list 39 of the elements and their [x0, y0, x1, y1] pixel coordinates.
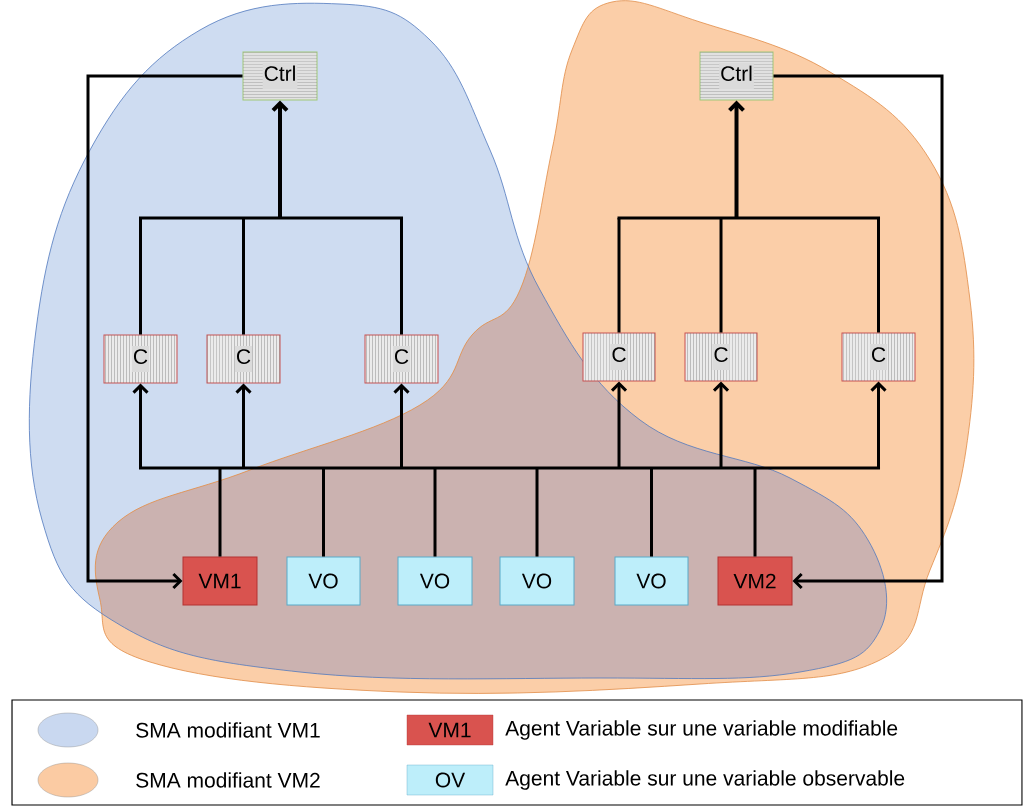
legend-text: SMA modifiant VM2: [136, 772, 320, 788]
connector-line: [218, 468, 222, 557]
arrow: [712, 381, 730, 468]
connector-line: [139, 218, 142, 335]
arrow: [271, 100, 289, 218]
variable-box: VO: [286, 556, 361, 606]
constraint-box: C: [712, 344, 730, 370]
variable-box: VO: [397, 556, 473, 606]
connector-line: [617, 218, 621, 333]
arrow: [393, 383, 410, 468]
arrow: [728, 100, 745, 218]
legend-text: Agent Variable sur une variable modifiable: [505, 720, 898, 740]
bus-line: [139, 466, 880, 470]
connector-line: [753, 468, 757, 557]
variable-box: VM2: [717, 556, 793, 606]
legend-text: SMA modifiant VM1: [136, 722, 320, 738]
connector-line: [535, 468, 539, 557]
connector-line: [400, 218, 403, 335]
arrow: [86, 74, 243, 590]
arrow: [773, 74, 944, 590]
arrow: [132, 383, 149, 468]
arrow: [870, 381, 887, 468]
connector-line: [242, 218, 245, 335]
bus-line: [139, 216, 403, 220]
legend-text: Agent Variable sur une variable observable: [505, 770, 905, 790]
variable-box: VO: [614, 556, 689, 606]
arrow: [235, 383, 252, 468]
constraint-box: C: [610, 344, 628, 370]
arrow: [610, 381, 628, 468]
connector-line: [719, 218, 723, 333]
connector-line: [433, 468, 437, 557]
bus-line: [617, 216, 880, 220]
controller-box: Ctrl: [699, 51, 774, 101]
connector-line: [322, 468, 325, 557]
connector-line: [877, 218, 880, 333]
variable-box: VO: [499, 556, 575, 606]
connector-line: [650, 468, 653, 557]
variable-box: VM1: [182, 556, 258, 606]
controller-box: Ctrl: [262, 63, 298, 89]
